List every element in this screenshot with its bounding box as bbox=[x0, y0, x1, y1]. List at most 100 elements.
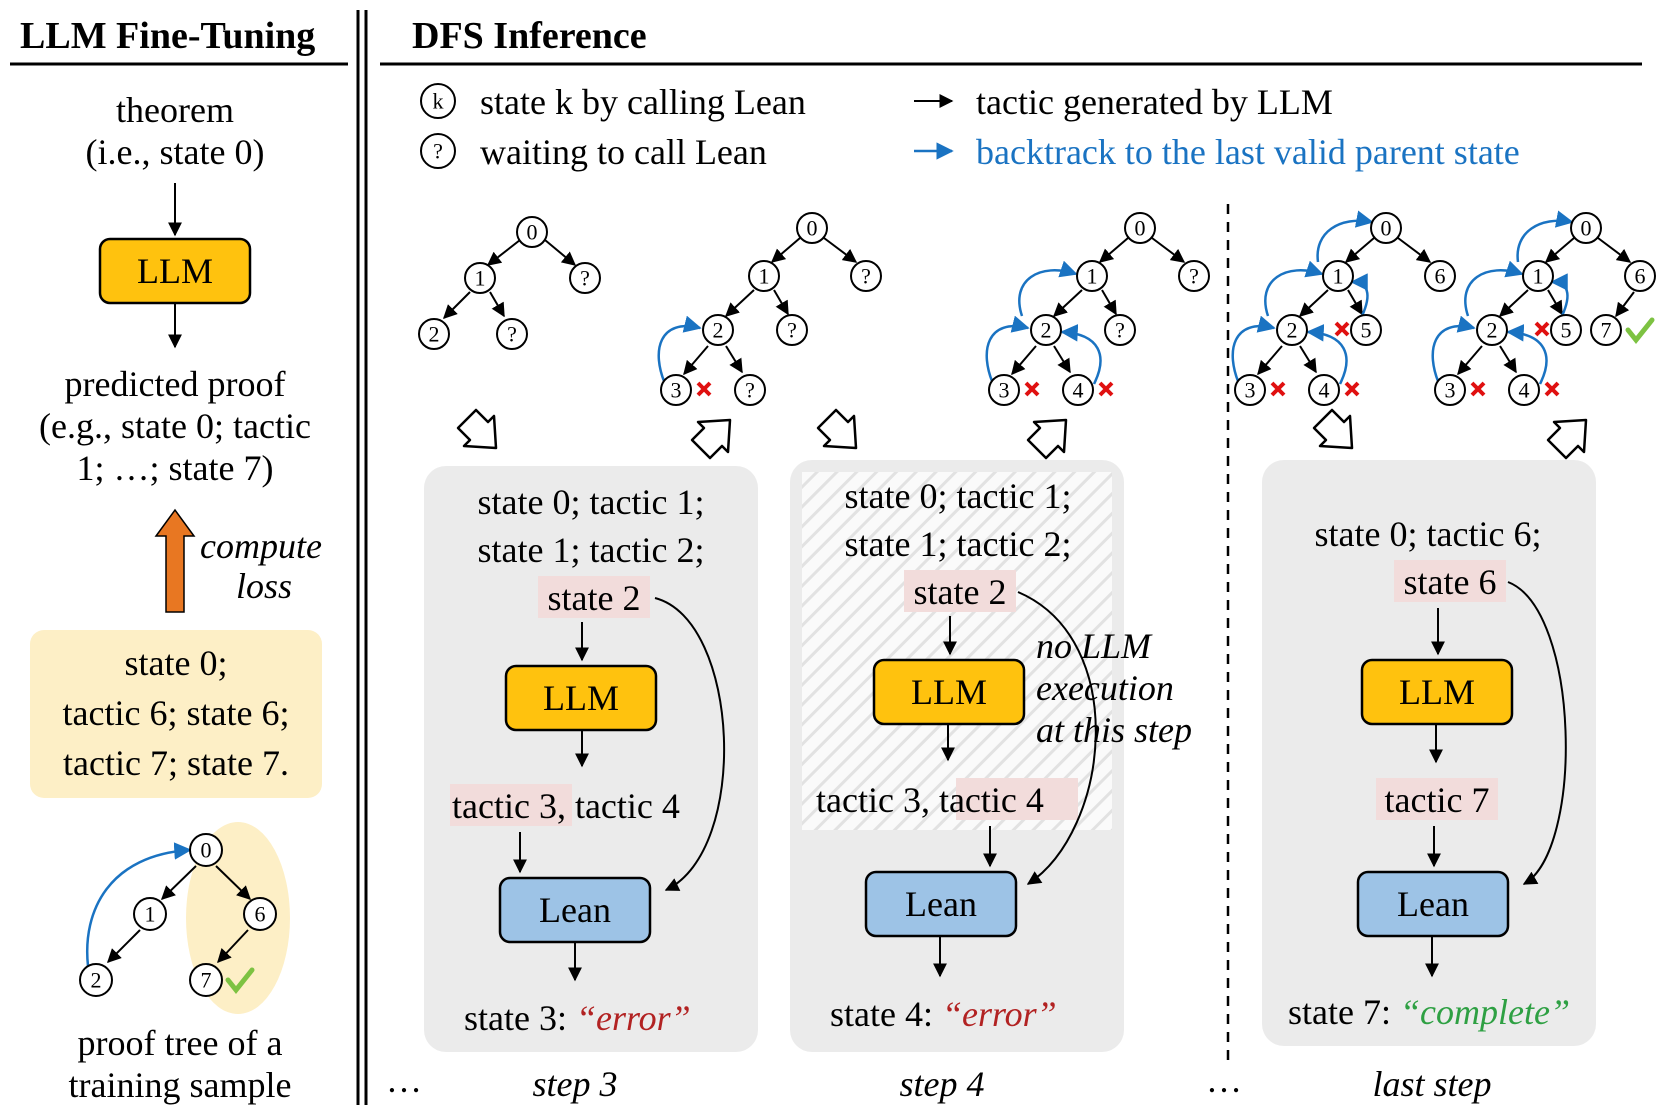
tree-caption-line1: proof tree of a bbox=[78, 1023, 283, 1063]
legend-backtrack-text: backtrack to the last valid parent state bbox=[976, 132, 1520, 172]
svg-text:2: 2 bbox=[1487, 318, 1498, 343]
legend-wait-node bbox=[420, 133, 456, 169]
step4-result: state 4: “error” bbox=[830, 994, 1057, 1034]
last-caption: last step bbox=[1372, 1064, 1491, 1104]
tree-step3-before: 0 1 ? 2 ? bbox=[418, 216, 601, 350]
svg-text:?: ? bbox=[787, 318, 797, 343]
step4-line2: state 1; tactic 2; bbox=[845, 524, 1072, 564]
left-title: LLM Fine-Tuning bbox=[20, 15, 315, 57]
svg-text:1: 1 bbox=[1333, 264, 1344, 289]
arrow-down-step4 bbox=[816, 408, 858, 450]
arrow-down-step3 bbox=[456, 408, 498, 450]
cross-icon bbox=[1534, 321, 1550, 337]
legend: k state k by calling Lean ? waiting to c… bbox=[420, 82, 1520, 172]
svg-text:5: 5 bbox=[1361, 318, 1372, 343]
svg-text:4: 4 bbox=[1519, 378, 1530, 403]
tree-node-7 bbox=[189, 963, 223, 997]
step4-state-highlight bbox=[904, 570, 1016, 612]
svg-text:1: 1 bbox=[145, 902, 156, 927]
svg-text:4: 4 bbox=[1073, 378, 1084, 403]
middle-ellipsis: … bbox=[1206, 1060, 1242, 1100]
svg-text:3: 3 bbox=[671, 378, 682, 403]
last-tactic: tactic 7 bbox=[1385, 780, 1490, 820]
svg-text:0: 0 bbox=[1581, 216, 1592, 241]
step3-state-highlight bbox=[538, 576, 650, 618]
tree-step3-after: 0 1 ? 2 ? 3 ? bbox=[657, 212, 882, 406]
svg-text:6: 6 bbox=[1635, 264, 1646, 289]
step3-line2: state 1; tactic 2; bbox=[478, 530, 705, 570]
theorem-sublabel: (i.e., state 0) bbox=[86, 132, 265, 172]
last-line1: state 0; tactic 6; bbox=[1315, 514, 1542, 554]
last-lean-label: Lean bbox=[1397, 884, 1469, 924]
cross-icon bbox=[1024, 381, 1040, 397]
compute-loss-label2: loss bbox=[236, 566, 292, 606]
svg-text:1: 1 bbox=[1087, 264, 1098, 289]
svg-text:0: 0 bbox=[527, 220, 538, 245]
cross-icon bbox=[1334, 321, 1350, 337]
step4-note-line3: at this step bbox=[1036, 710, 1192, 750]
left-ellipsis: … bbox=[386, 1060, 422, 1100]
svg-text:2: 2 bbox=[429, 322, 440, 347]
svg-text:7: 7 bbox=[201, 968, 212, 993]
last-state-highlight bbox=[1394, 560, 1506, 602]
predicted-proof-line2: (e.g., state 0; tactic bbox=[39, 406, 311, 446]
training-sample-line1: state 0; bbox=[125, 643, 228, 683]
predicted-proof-line1: predicted proof bbox=[65, 364, 286, 404]
svg-text:1: 1 bbox=[1533, 264, 1544, 289]
svg-text:2: 2 bbox=[713, 318, 724, 343]
step3-llm-label: LLM bbox=[543, 678, 619, 718]
tree-caption-line2: training sample bbox=[69, 1065, 292, 1105]
cross-icon bbox=[1544, 381, 1560, 397]
step4-caption: step 4 bbox=[900, 1064, 985, 1104]
tree-node-0 bbox=[189, 833, 223, 867]
cross-icon bbox=[1344, 381, 1360, 397]
training-sample-line3: tactic 7; state 7. bbox=[63, 743, 289, 783]
step3-tactic-highlight bbox=[450, 784, 572, 826]
training-proof-tree: 0 1 6 2 7 bbox=[79, 822, 290, 1014]
step4-llm-label: LLM bbox=[911, 672, 987, 712]
svg-text:0: 0 bbox=[1381, 216, 1392, 241]
step3-input-state: state 2 bbox=[548, 578, 641, 618]
arrow-up-last bbox=[1546, 418, 1588, 460]
step4-note-line1: no LLM bbox=[1036, 626, 1153, 666]
svg-text:?: ? bbox=[580, 266, 590, 291]
cross-icon bbox=[1270, 381, 1286, 397]
left-llm-label: LLM bbox=[137, 251, 213, 291]
tree-last-before: 0 1 6 2 5 3 4 bbox=[1231, 210, 1456, 406]
step4-line1: state 0; tactic 1; bbox=[845, 476, 1072, 516]
legend-state-node bbox=[420, 83, 456, 119]
svg-text:?: ? bbox=[745, 378, 755, 403]
compute-loss-label1: compute bbox=[200, 526, 322, 566]
svg-text:1: 1 bbox=[759, 264, 770, 289]
tree-node-2 bbox=[79, 963, 113, 997]
svg-text:0: 0 bbox=[1135, 216, 1146, 241]
check-icon bbox=[225, 967, 255, 995]
step4-hatched-area bbox=[802, 472, 1112, 830]
svg-text:?: ? bbox=[433, 139, 443, 164]
arrow-down-last bbox=[1312, 408, 1354, 450]
svg-text:6: 6 bbox=[255, 902, 266, 927]
step3-caption: step 3 bbox=[533, 1064, 618, 1104]
legend-wait-text: waiting to call Lean bbox=[480, 132, 767, 172]
svg-text:0: 0 bbox=[807, 216, 818, 241]
svg-text:?: ? bbox=[1115, 318, 1125, 343]
theorem-label: theorem bbox=[116, 90, 234, 130]
svg-text:5: 5 bbox=[1561, 318, 1572, 343]
svg-text:3: 3 bbox=[1245, 378, 1256, 403]
step3-state-to-lean bbox=[654, 597, 726, 891]
svg-text:7: 7 bbox=[1601, 318, 1612, 343]
svg-text:3: 3 bbox=[999, 378, 1010, 403]
step4-lean-label: Lean bbox=[905, 884, 977, 924]
arrow-up-step3 bbox=[690, 418, 732, 460]
cross-icon bbox=[696, 381, 712, 397]
svg-text:?: ? bbox=[861, 264, 871, 289]
step4-note-line2: execution bbox=[1036, 668, 1174, 708]
svg-text:4: 4 bbox=[1319, 378, 1330, 403]
training-sample-line2: tactic 6; state 6; bbox=[63, 693, 290, 733]
predicted-proof-line3: 1; …; state 7) bbox=[77, 448, 274, 488]
check-icon bbox=[1625, 317, 1655, 345]
step3-line1: state 0; tactic 1; bbox=[478, 482, 705, 522]
svg-text:6: 6 bbox=[1435, 264, 1446, 289]
legend-state-text: state k by calling Lean bbox=[480, 82, 806, 122]
